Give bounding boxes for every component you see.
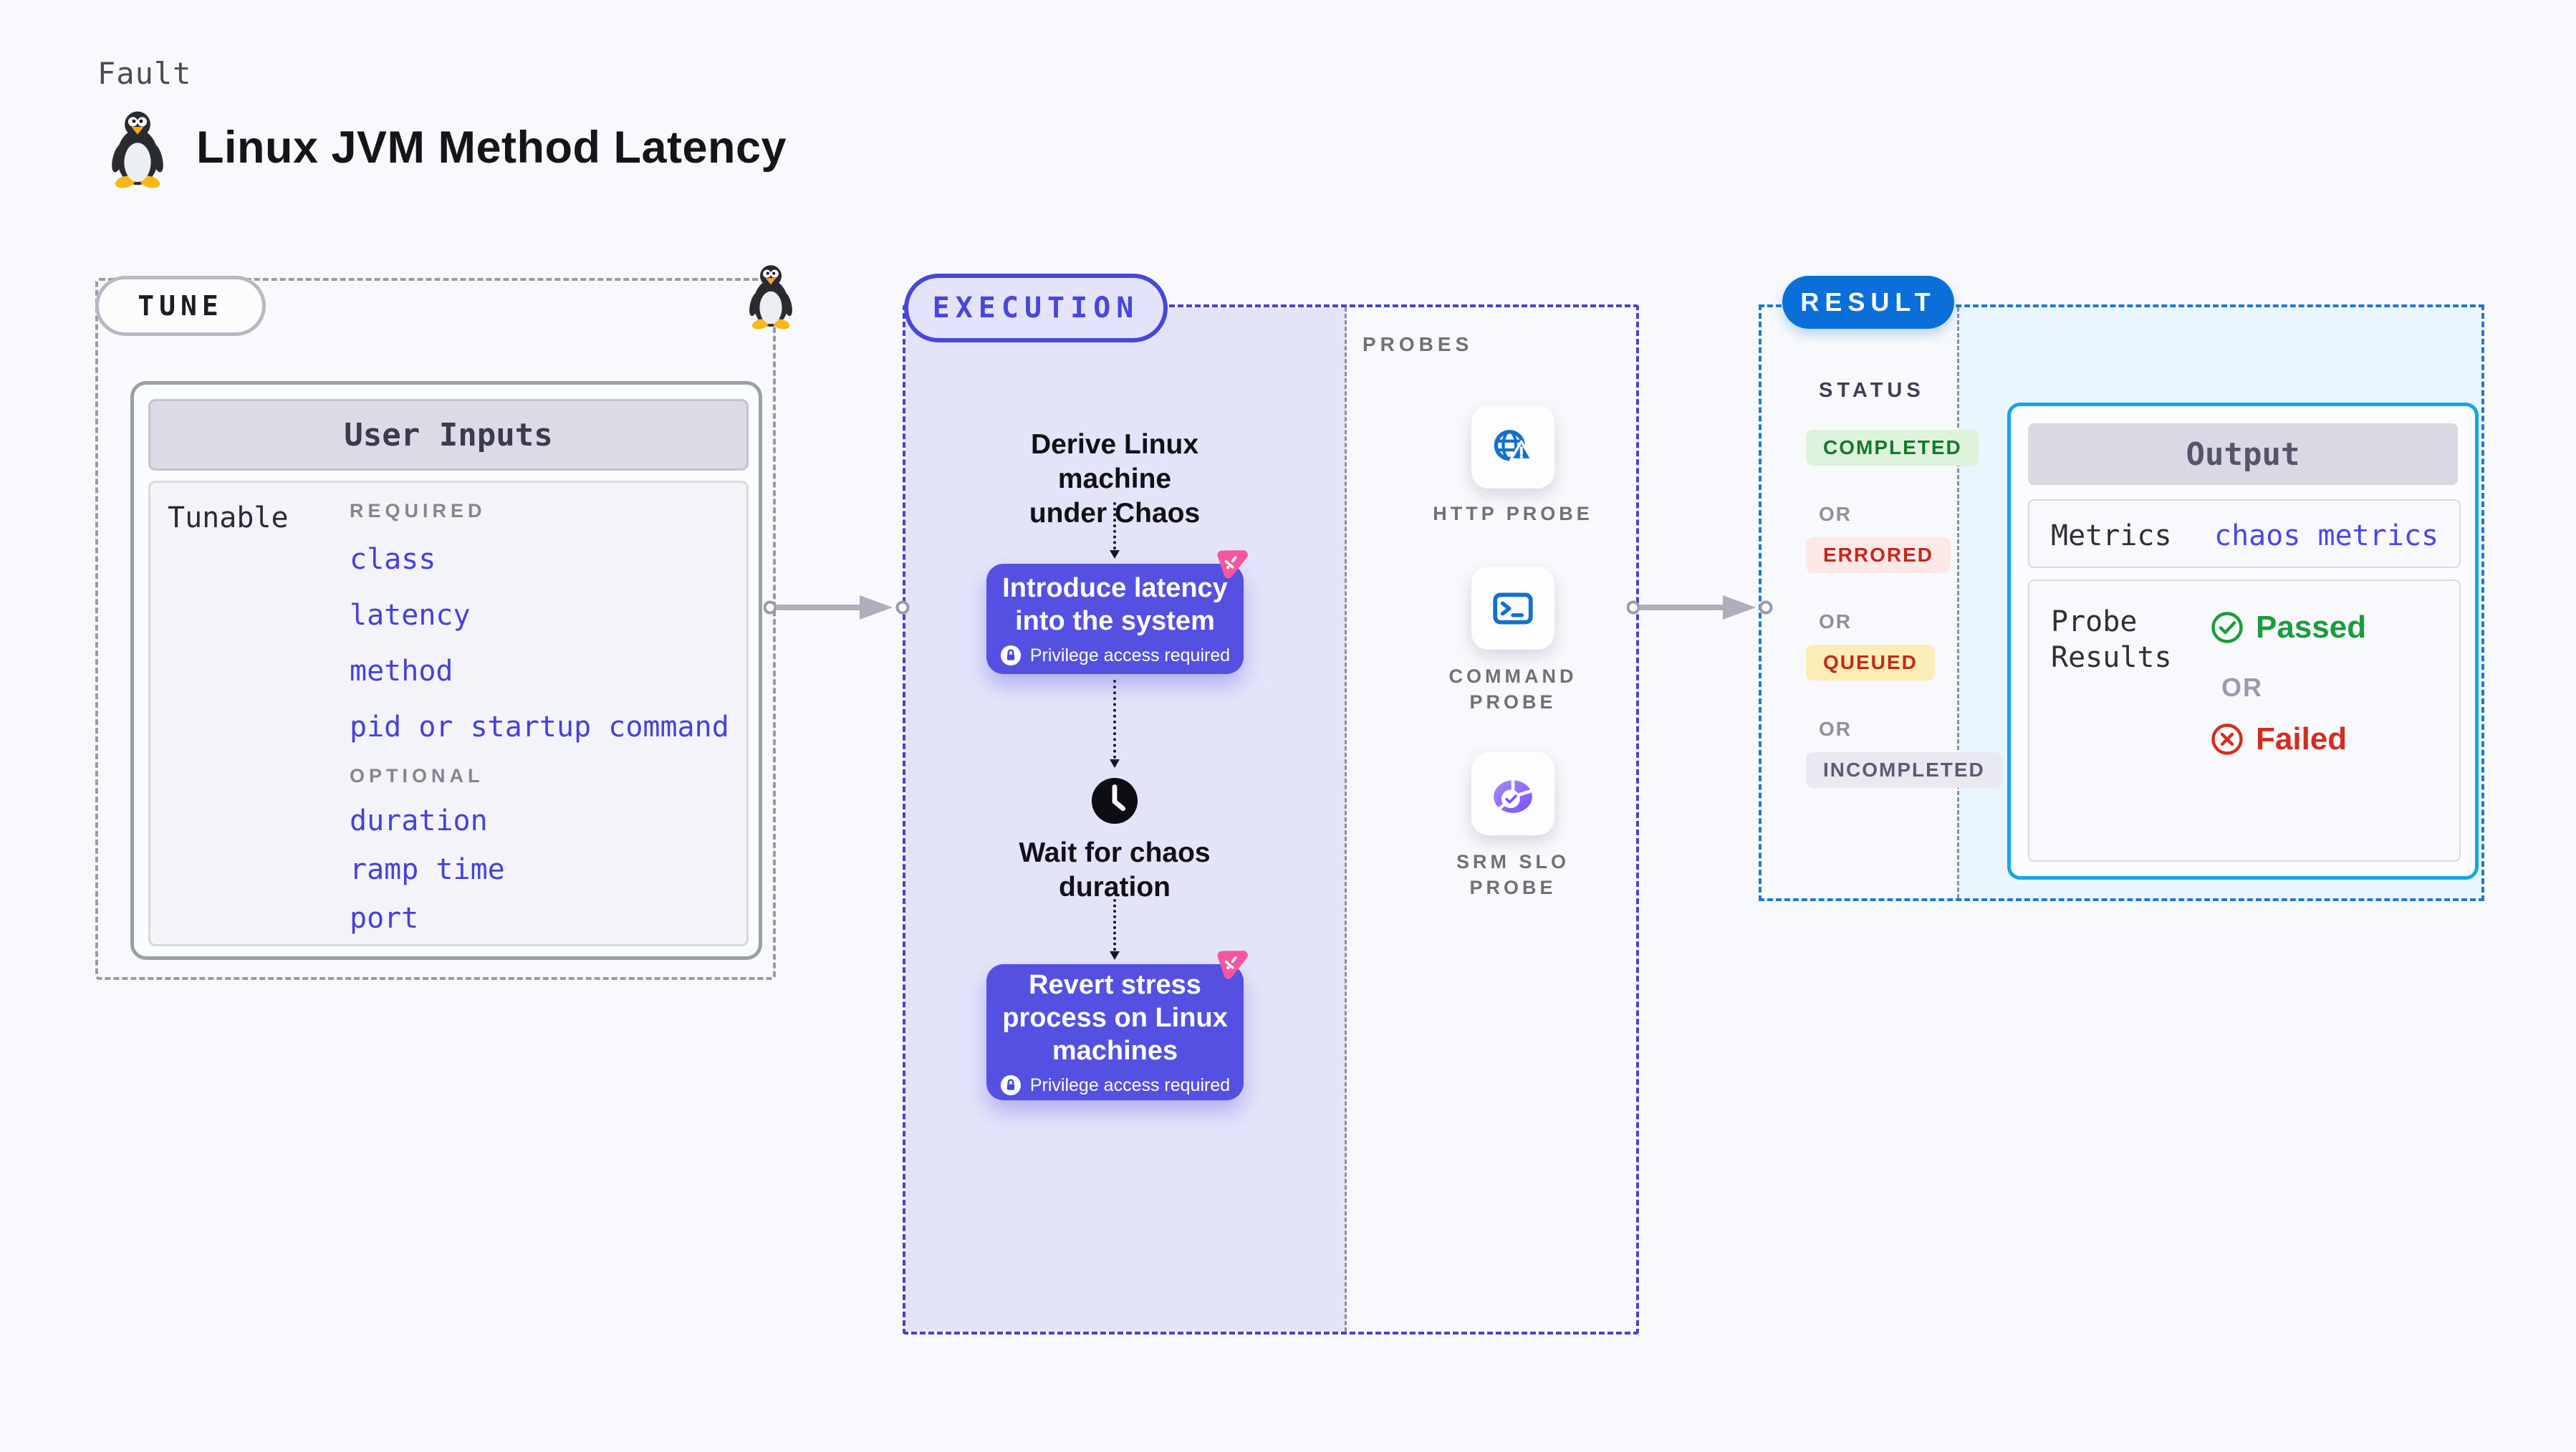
terminal-icon xyxy=(1493,592,1533,625)
wait-step-text: Wait for chaos duration xyxy=(1019,837,1211,903)
tunables-table: Tunable REQUIRED class latency method pi… xyxy=(148,481,749,946)
status-output-divider xyxy=(1957,307,1959,898)
or-separator: OR xyxy=(1819,503,1852,525)
output-card-header: Output xyxy=(2028,423,2458,485)
linux-penguin-icon xyxy=(109,111,166,189)
tunable-row-label: Tunable xyxy=(168,501,289,534)
probe-verdict-failed: Failed xyxy=(2210,721,2347,757)
revert-stress-node: Revert stress process on Linux machines … xyxy=(986,964,1244,1100)
or-separator: OR xyxy=(1819,610,1852,633)
execution-pill: EXECUTION xyxy=(904,274,1168,342)
arrow-down-icon xyxy=(1110,951,1120,965)
probe-verdict-passed: Passed xyxy=(2210,610,2366,645)
tune-to-execution-arrow xyxy=(764,595,910,620)
metrics-label: Metrics xyxy=(2051,519,2172,552)
x-circle-icon xyxy=(2211,723,2243,755)
http-probe-card xyxy=(1471,405,1554,489)
derive-step-text: Derive Linux machine under Chaos xyxy=(1029,429,1201,529)
probe-results-label: Probe Results xyxy=(2051,605,2172,674)
srm-slo-probe-label: SRM SLO PROBE xyxy=(1456,851,1570,898)
probe-results-row: Probe Results Passed OR Failed xyxy=(2028,580,2461,862)
introduce-latency-node: Introduce latency into the system Privil… xyxy=(986,564,1244,674)
arrow-down-icon xyxy=(1110,759,1120,773)
tunable-item: duration xyxy=(350,804,488,837)
status-badge-completed: COMPLETED xyxy=(1806,430,1979,466)
privilege-badge: Privilege access required xyxy=(999,645,1230,666)
tunable-item: port xyxy=(350,902,419,935)
status-badge-queued: QUEUED xyxy=(1806,645,1935,681)
command-probe-card xyxy=(1471,567,1554,650)
clock-icon xyxy=(1091,777,1138,824)
required-section-label: REQUIRED xyxy=(350,499,486,521)
privilege-badge: Privilege access required xyxy=(999,1074,1230,1096)
flow-connector xyxy=(1110,899,1120,960)
linux-penguin-icon-small xyxy=(747,265,794,331)
status-badge-errored: ERRORED xyxy=(1806,537,1951,573)
metrics-value: chaos metrics xyxy=(2214,519,2439,552)
tunable-item: latency xyxy=(350,599,471,632)
flow-connector xyxy=(1110,502,1120,559)
execution-to-result-arrow xyxy=(1627,595,1773,620)
probes-section-label: PROBES xyxy=(1363,333,1474,355)
metrics-row: Metrics chaos metrics xyxy=(2028,499,2461,568)
or-separator: OR xyxy=(1819,718,1852,740)
tune-section-boundary xyxy=(95,278,776,980)
status-section-label: STATUS xyxy=(1819,379,1925,402)
output-card: Output Metrics chaos metrics Probe Resul… xyxy=(2007,403,2479,880)
globe-alert-icon xyxy=(1494,430,1534,461)
tunable-item: class xyxy=(350,543,436,576)
slo-gauge-icon xyxy=(1494,774,1533,813)
fault-kicker: Fault xyxy=(97,56,192,91)
chaos-experiment-icon xyxy=(1213,546,1249,582)
execution-section-boundary: Derive Linux machine under Chaos Introdu… xyxy=(903,304,1639,1335)
status-badge-incompleted: INCOMPLETED xyxy=(1806,752,2002,788)
http-probe-label: HTTP PROBE xyxy=(1433,503,1593,524)
lock-icon xyxy=(999,645,1022,666)
srm-slo-probe-card xyxy=(1471,752,1554,835)
result-section-boundary: STATUS COMPLETED OR ERRORED OR QUEUED OR… xyxy=(1759,304,2484,901)
chaos-experiment-icon xyxy=(1213,946,1249,982)
command-probe-label: COMMAND PROBE xyxy=(1448,665,1577,713)
result-pill: RESULT xyxy=(1782,276,1954,329)
execution-probes-divider xyxy=(1345,307,1347,1332)
page-title: Linux JVM Method Latency xyxy=(196,122,787,173)
tunable-item: pid or startup command xyxy=(350,711,729,744)
check-circle-icon xyxy=(2211,612,2243,643)
lock-icon xyxy=(999,1074,1022,1096)
tune-pill: TUNE xyxy=(95,276,266,336)
flow-connector xyxy=(1110,680,1120,768)
tunable-item: ramp time xyxy=(350,853,505,886)
user-inputs-card: User Inputs Tunable REQUIRED class laten… xyxy=(130,381,762,960)
result-pill-label: RESULT xyxy=(1800,287,1936,317)
execution-pill-label: EXECUTION xyxy=(932,292,1140,324)
user-inputs-header: User Inputs xyxy=(148,399,749,471)
tunables-list: REQUIRED class latency method pid or sta… xyxy=(350,490,729,943)
arrow-down-icon xyxy=(1110,550,1120,564)
or-separator: OR xyxy=(2221,673,2263,702)
tune-pill-label: TUNE xyxy=(138,290,224,322)
tunable-item: method xyxy=(350,655,453,688)
optional-section-label: OPTIONAL xyxy=(350,764,484,787)
